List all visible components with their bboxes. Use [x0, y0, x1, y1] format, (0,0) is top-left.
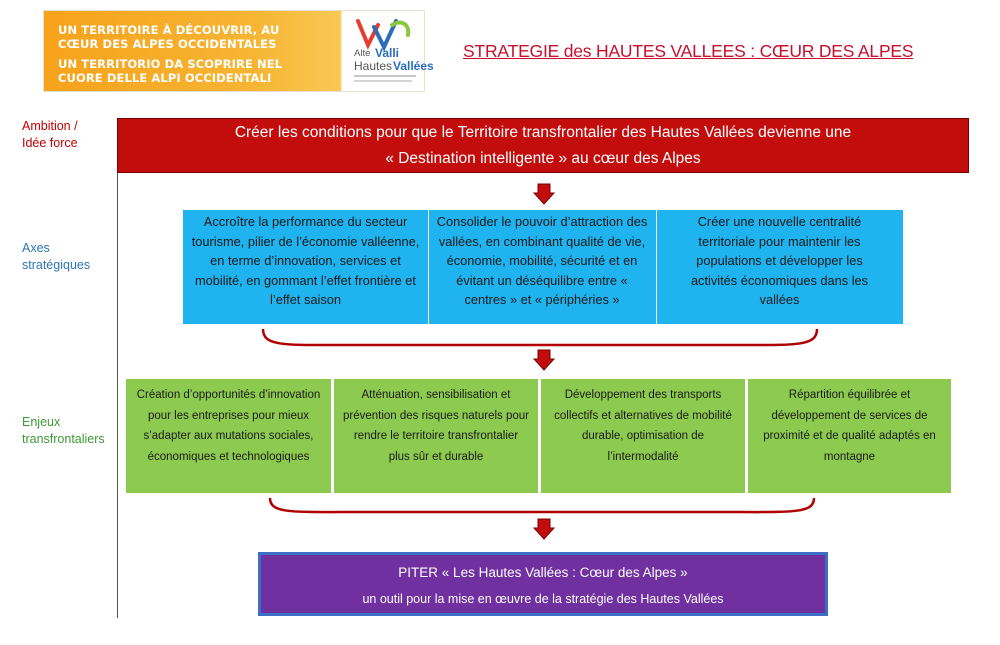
banner-line-4: CUORE DELLE ALPI OCCIDENTALI: [58, 71, 272, 85]
axe-divider: [428, 210, 429, 324]
logo-subtext-bar: [354, 80, 412, 82]
label-ambition-line2: Idée force: [22, 136, 78, 150]
header-banner: UN TERRITOIRE À DÉCOUVRIR, AU CŒUR DES A…: [43, 10, 434, 92]
axe-box-1: Accroître la performance du secteur tour…: [183, 210, 428, 324]
label-enjeux-line2: transfrontaliers: [22, 432, 105, 446]
enjeu-box-3: Développement des transports collectifs …: [541, 379, 745, 493]
ambition-line2: « Destination intelligente » au cœur des…: [385, 150, 701, 167]
label-ambition: Ambition / Idée force: [22, 118, 122, 152]
label-axes-line2: stratégiques: [22, 258, 91, 272]
axe-box-3: Créer une nouvelle centralité territoria…: [656, 210, 903, 324]
ambition-line1: Créer les conditions pour que le Territo…: [234, 124, 852, 141]
frame-left-line: [117, 173, 118, 618]
logo-hautes: Hautes: [354, 59, 393, 73]
page-title: STRATEGIE des HAUTES VALLEES : CŒUR DES …: [463, 41, 914, 61]
piter-subtitle: un outil pour la mise en œuvre de la str…: [362, 592, 724, 606]
axe-divider: [656, 210, 657, 324]
alte-valli-logo: Alte Valli Hautes Vallées: [344, 11, 434, 91]
ambition-box: Créer les conditions pour que le Territo…: [117, 118, 969, 173]
enjeu-box-4: Répartition équilibrée et développement …: [748, 379, 951, 493]
enjeu-box-2: Atténuation, sensibilisation et préventi…: [334, 379, 538, 493]
down-arrow-icon: [533, 349, 555, 371]
banner-line-3: UN TERRITORIO DA SCOPRIRE NEL: [58, 57, 283, 71]
piter-box: PITER « Les Hautes Vallées : Cœur des Al…: [258, 552, 828, 616]
label-enjeux-line1: Enjeux: [22, 415, 61, 429]
label-enjeux: Enjeux transfrontaliers: [22, 414, 122, 448]
logo-mountain-icon: [356, 19, 411, 52]
logo-subtext-bar: [354, 75, 416, 77]
logo-vallees: Vallées: [393, 59, 434, 73]
piter-title: PITER « Les Hautes Vallées : Cœur des Al…: [398, 565, 688, 580]
brace-connector: [261, 328, 819, 347]
enjeu-box-1: Création d’opportunités d’innovation pou…: [126, 379, 331, 493]
label-axes: Axes stratégiques: [22, 240, 122, 274]
down-arrow-icon: [533, 518, 555, 540]
banner-line-1: UN TERRITOIRE À DÉCOUVRIR, AU: [58, 23, 280, 37]
axe-box-2: Consolider le pouvoir d’attraction des v…: [428, 210, 656, 324]
label-axes-line1: Axes: [22, 241, 50, 255]
label-ambition-line1: Ambition /: [22, 119, 78, 133]
banner-line-2: CŒUR DES ALPES OCCIDENTALES: [58, 37, 277, 51]
logo-valli: Valli: [375, 46, 400, 60]
logo-alte: Alte: [354, 48, 371, 59]
brace-connector: [268, 497, 816, 514]
down-arrow-icon: [533, 183, 555, 205]
